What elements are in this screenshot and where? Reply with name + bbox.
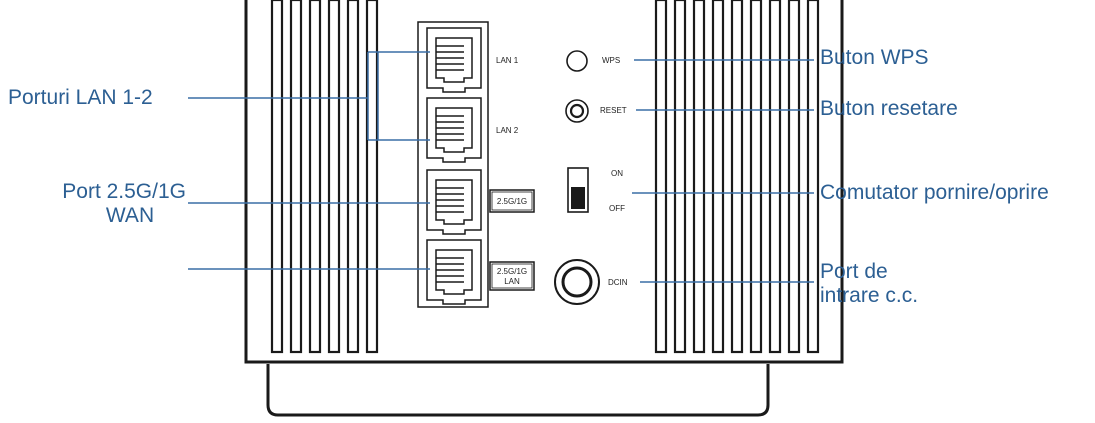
callout-dc-in: Port de intrare c.c. [820, 260, 918, 308]
wan-speed-badge: 2.5G/1G [489, 189, 535, 213]
callout-dc-in-line2: intrare c.c. [820, 284, 919, 307]
on-label: ON [611, 169, 623, 178]
lan25g-speed-badge: 2.5G/1G LAN [489, 261, 535, 291]
wan-badge-text: 2.5G/1G [497, 197, 527, 206]
lan1-port-icon [426, 27, 482, 93]
callout-power-switch: Comutator pornire/oprire [820, 181, 1049, 205]
callout-wan-port: Port 2.5G/1G WAN [34, 180, 186, 228]
dc-in-port-icon [554, 259, 600, 305]
off-label: OFF [609, 204, 625, 213]
callout-power-switch-text: Comutator pornire/oprire [820, 181, 1049, 204]
lan-ports-leader-line [188, 51, 430, 141]
power-switch-icon [567, 167, 589, 213]
callout-lan-ports: Porturi LAN 1-2 [8, 86, 153, 110]
callout-wps-button: Buton WPS [820, 46, 929, 70]
callout-dc-in-line1: Port de [820, 260, 888, 283]
lan2-label: LAN 2 [496, 126, 519, 135]
lan25g-badge-text-2: LAN [504, 277, 520, 286]
lan1-label: LAN 1 [496, 56, 519, 65]
lan25g-port-icon [426, 239, 482, 305]
callout-reset-button: Buton resetare [820, 97, 958, 121]
callout-reset-button-text: Buton resetare [820, 97, 958, 120]
dcin-label: DCIN [608, 278, 628, 287]
wan-port-icon [426, 169, 482, 235]
wps-button-icon [566, 50, 588, 72]
left-vent-slots [270, 0, 379, 354]
callout-lan-ports-text: Porturi LAN 1-2 [8, 86, 153, 109]
callout-wan-port-line2: WAN [105, 204, 155, 227]
right-vent-slots [654, 0, 820, 354]
lan2-port-icon [426, 97, 482, 163]
reset-button-icon [565, 99, 589, 123]
callout-wan-port-line1: Port 2.5G/1G [62, 180, 186, 203]
lan25g-badge-text-1: 2.5G/1G [497, 267, 527, 276]
wps-label: WPS [602, 56, 620, 65]
port-column-frame [417, 21, 489, 308]
reset-label: RESET [600, 106, 627, 115]
callout-wps-button-text: Buton WPS [820, 46, 929, 69]
router-body [244, 0, 844, 417]
